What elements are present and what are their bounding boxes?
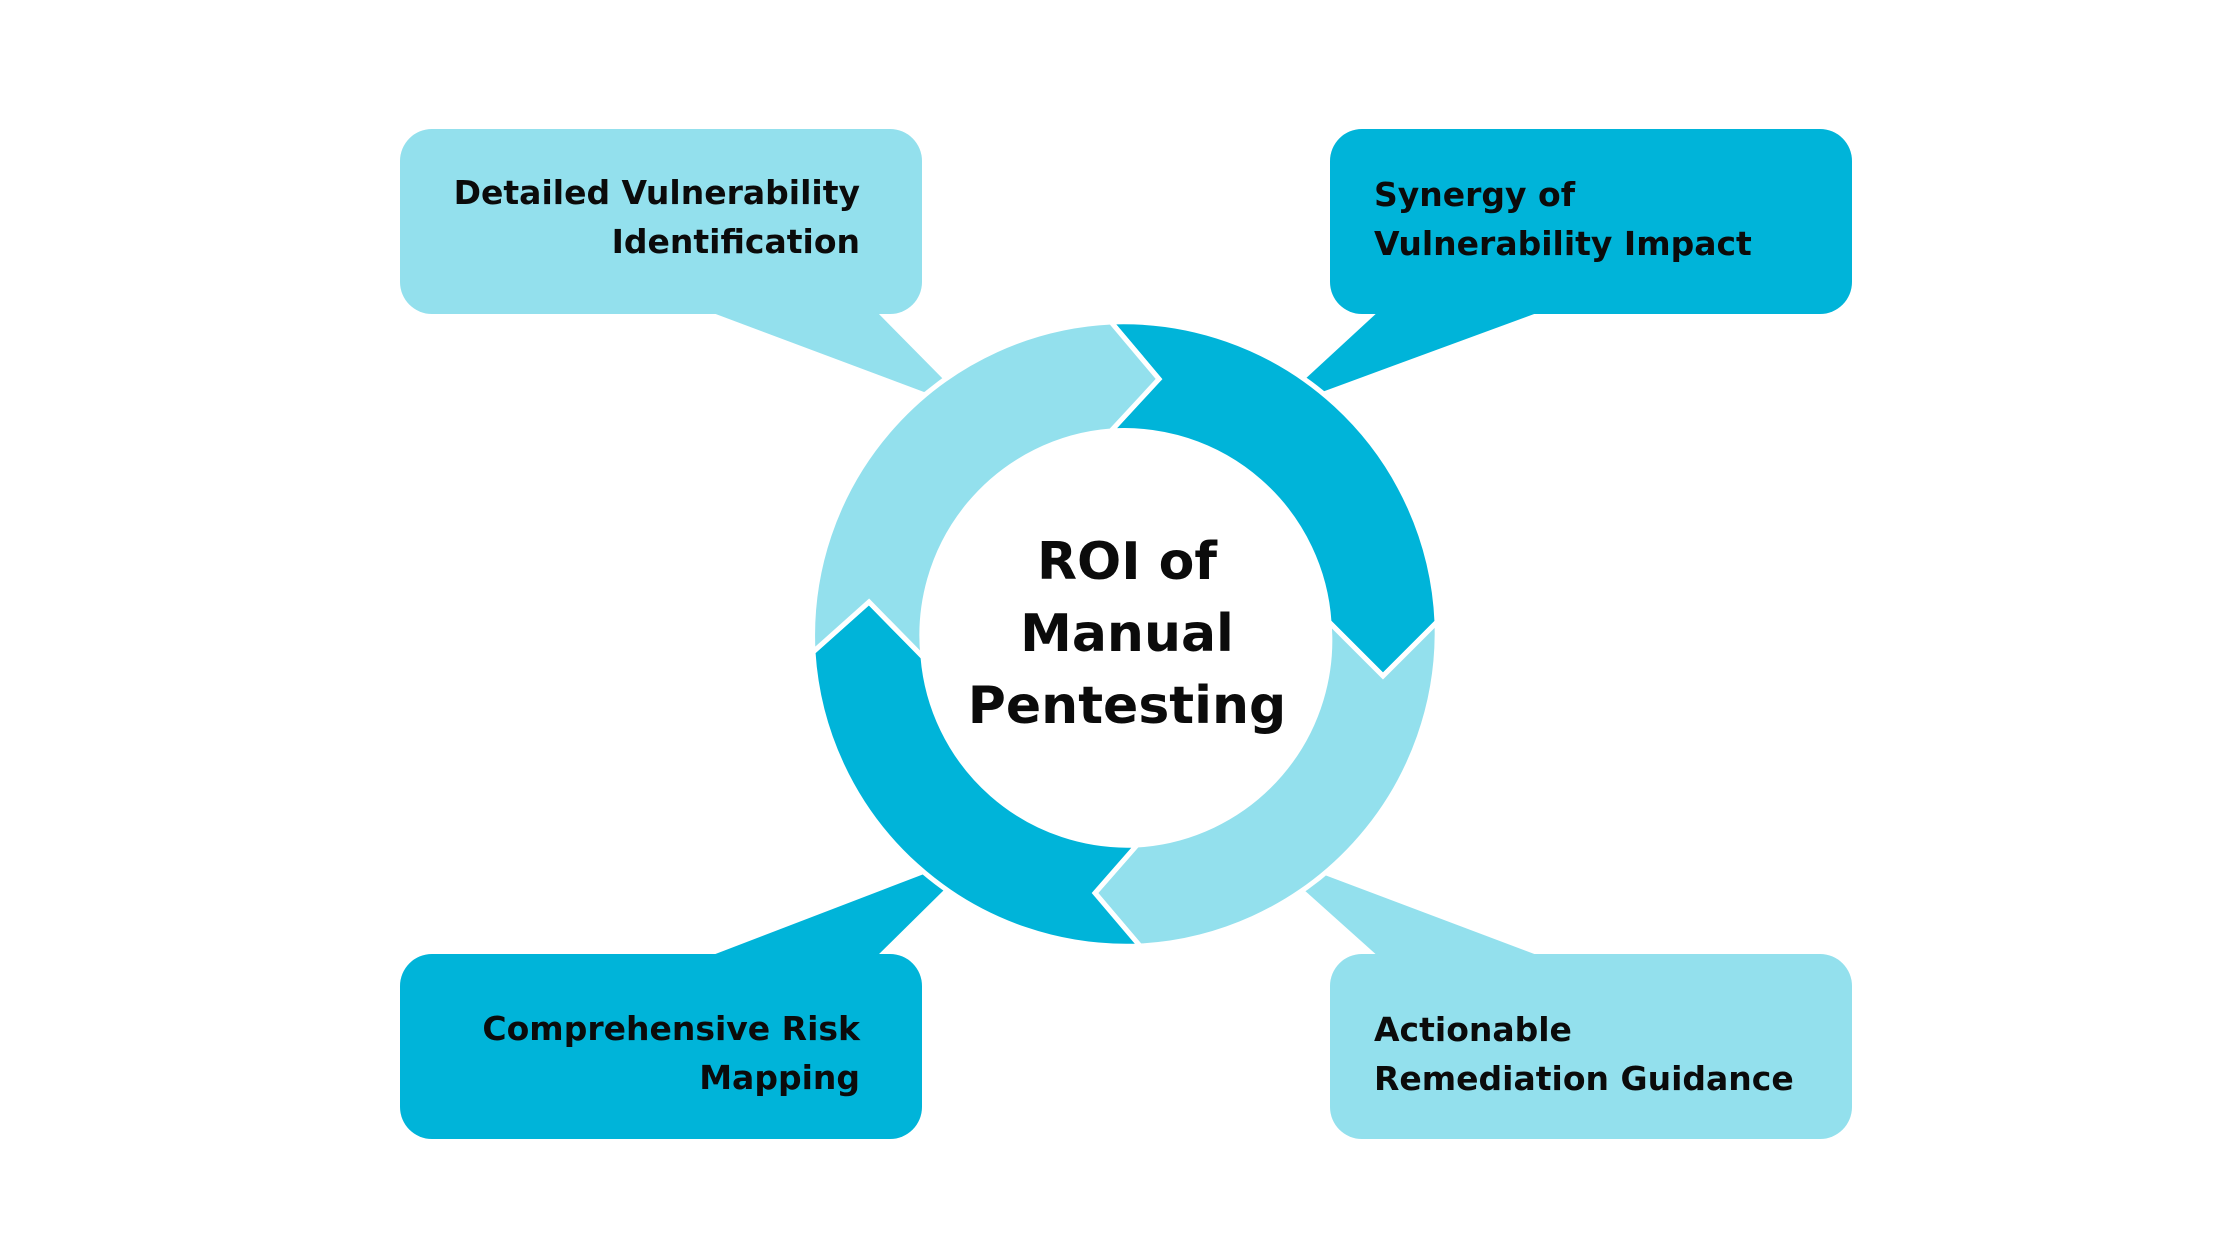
callout-box-bottom-right — [1303, 874, 1852, 1139]
callout-label-line: Vulnerability Impact — [1374, 224, 1752, 263]
callout-label-line: Detailed Vulnerability — [453, 173, 860, 212]
callout-label-line: Remediation Guidance — [1374, 1059, 1794, 1098]
callout-label-comprehensive-risk-mapping: Comprehensive Risk Mapping — [482, 1004, 860, 1102]
callout-label-line: Identification — [611, 222, 860, 261]
callout-box-top-left — [400, 129, 948, 392]
callout-box-top-right — [1303, 129, 1852, 392]
callout-label-line: Actionable — [1374, 1010, 1572, 1049]
callout-box-bottom-left — [400, 874, 948, 1139]
ring-segment-top-right — [1104, 319, 1440, 680]
callout-label-line: Comprehensive Risk — [482, 1009, 860, 1048]
center-title-line: ROI of — [1036, 532, 1218, 592]
callout-label-synergy-of-vulnerability-impact: Synergy of Vulnerability Impact — [1374, 170, 1752, 268]
center-title-line: Manual — [1020, 604, 1234, 664]
center-title-line: Pentesting — [967, 676, 1287, 736]
callout-label-detailed-vulnerability-identification: Detailed Vulnerability Identification — [454, 168, 860, 266]
callout-label-line: Mapping — [699, 1058, 860, 1097]
ring-segment-top-left — [810, 319, 1163, 664]
callout-label-actionable-remediation-guidance: Actionable Remediation Guidance — [1374, 1005, 1794, 1103]
ring-center — [922, 434, 1330, 842]
callout-label-line: Synergy of — [1374, 175, 1576, 214]
center-title: ROI of Manual Pentesting — [920, 526, 1334, 742]
